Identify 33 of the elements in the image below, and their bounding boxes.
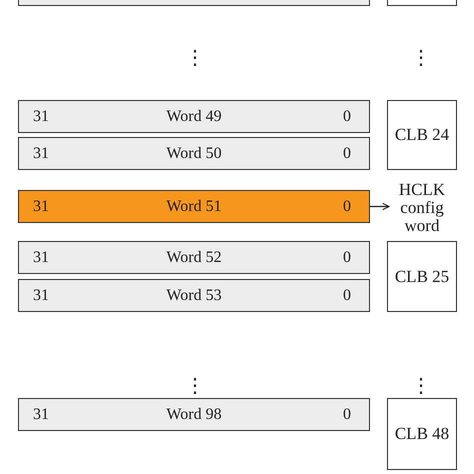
- register-word-bar: [18, 190, 370, 223]
- register-word-bar: [18, 100, 370, 133]
- register-word-bar: [18, 398, 370, 431]
- register-word-bar: [18, 241, 370, 274]
- msb-bit-number: 31: [33, 406, 49, 424]
- msb-bit-number: 31: [33, 144, 49, 162]
- register-word-bar: [18, 279, 370, 312]
- ellipsis: ⋮: [185, 376, 205, 396]
- lsb-bit-number: 0: [343, 286, 351, 304]
- msb-bit-number: 31: [33, 286, 49, 304]
- lsb-bit-number: 0: [343, 198, 351, 216]
- clb-block: CLB 25: [387, 241, 457, 312]
- register-word-bar: [18, 137, 370, 170]
- ellipsis: ⋮: [411, 48, 431, 68]
- annotation-text: HCLK config word: [385, 180, 459, 236]
- msb-bit-number: 31: [33, 248, 49, 266]
- lsb-bit-number: 0: [343, 108, 351, 126]
- word-label: Word 98: [166, 406, 222, 424]
- word-label: Word 49: [166, 108, 222, 126]
- clb-block: CLB 48: [387, 398, 457, 470]
- lsb-bit-number: 0: [343, 406, 351, 424]
- lsb-bit-number: 0: [343, 248, 351, 266]
- word-label: Word 53: [166, 286, 222, 304]
- ellipsis: ⋮: [185, 48, 205, 68]
- msb-bit-number: 31: [33, 198, 49, 216]
- word-label: Word 50: [166, 144, 222, 162]
- arrow: [370, 202, 390, 210]
- lsb-bit-number: 0: [343, 144, 351, 162]
- word-label: Word 51: [166, 198, 222, 216]
- clb-block: CLB 24: [387, 100, 457, 170]
- word-label: Word 52: [166, 248, 222, 266]
- msb-bit-number: 31: [33, 108, 49, 126]
- ellipsis: ⋮: [411, 376, 431, 396]
